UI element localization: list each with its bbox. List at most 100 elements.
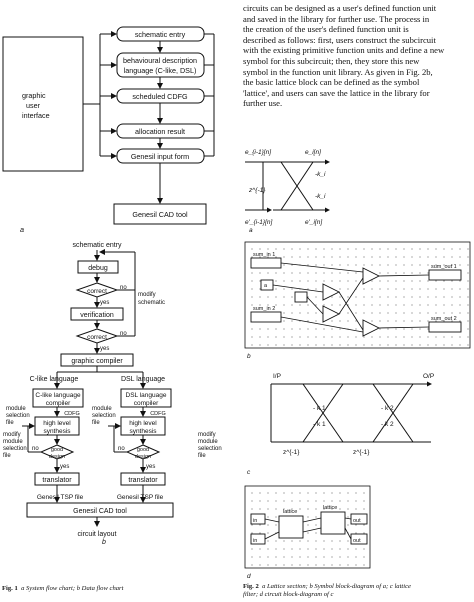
lattice-block-2 [320, 511, 346, 535]
dsl-language-label: DSL language [121, 376, 165, 383]
modify-module-label: file [3, 453, 11, 459]
fig1a-box-label: language (C-like, DSL) [124, 66, 197, 75]
hls-label: high level [129, 420, 157, 427]
paragraph-line: the creation of the user's defined funct… [243, 24, 409, 35]
fig2b-sublabel: b [247, 353, 251, 360]
fig2d-diagram: in in lattice lattice out out d [244, 485, 371, 579]
fig2-caption-line2: filter; d circuit block-diagram of c [243, 591, 334, 598]
a-label: a [264, 283, 268, 289]
ki-label: -k_i [315, 171, 326, 178]
correct-label: correct [87, 288, 107, 295]
fig1-caption-label: Fig. 1 [2, 585, 18, 592]
e-out-label: e_i[n] [305, 149, 321, 156]
dsl-compiler-label: compiler [134, 400, 159, 407]
yes-label: yes [100, 346, 109, 352]
lattice-block-1 [278, 515, 304, 539]
sum-out2-block [428, 321, 462, 333]
paragraph-line: with the existing primitive function uni… [243, 45, 445, 56]
modify-module-label: selection [3, 446, 27, 452]
tsp-file-label: Genesil TSP file [117, 494, 164, 501]
zinv-label: z^{-1} [353, 449, 370, 456]
schematic-entry-label: schematic entry [72, 242, 122, 249]
fig2-caption: Fig. 2 a Lattice section; b Symbol block… [243, 583, 473, 599]
lattice-label: lattice [283, 509, 297, 515]
paragraph-line: symbol in the function unit library. As … [243, 66, 433, 77]
yes-label: yes [60, 464, 69, 470]
paragraph-line: and saved in the library for further use… [243, 13, 430, 24]
gui-label: graphic [22, 91, 46, 100]
fig1a-diagram: schematic entry behavioural description … [2, 26, 215, 234]
paragraph-line: the basic lattice block can be defined a… [243, 77, 420, 88]
ep-in-label: e'_{i-1}[n] [245, 219, 272, 226]
op-label: O/P [423, 373, 434, 380]
debug-label: debug [88, 265, 108, 272]
e-in-label: e_{i-1}[n] [245, 149, 271, 156]
k1-label: - k 1 [313, 405, 326, 412]
correct-label: correct [87, 334, 107, 341]
paragraph-line: 'lattice', and users can save the lattic… [243, 87, 430, 98]
adder-block [362, 267, 381, 285]
in-label: in [253, 538, 257, 544]
hls-label: synthesis [43, 428, 71, 435]
sum-in1-block [250, 257, 282, 269]
modify-schematic-label: schematic [138, 300, 165, 306]
fig2-caption-line1: a Lattice section; b Symbol block-diagra… [262, 583, 411, 590]
no-label: no [118, 446, 125, 452]
debug-box [77, 260, 119, 274]
body-paragraph: circuits can be designed as a user's def… [243, 3, 469, 109]
fig1a-box-label: allocation result [135, 127, 185, 136]
ki-label: -k_i [315, 193, 326, 200]
fig1b-diagram: schematic entry debug correct verificati… [3, 242, 222, 546]
paragraph-line: further use. [243, 98, 283, 109]
dsl-compiler-box [120, 388, 172, 408]
gui-label: user [26, 101, 41, 110]
k1-label: - k 1 [313, 421, 326, 428]
fig1a-box-label: Genesil CAD tool [132, 210, 188, 219]
fig1-caption-text: a System flow chart; b Data flow chart [21, 585, 124, 592]
hls-label: high level [43, 420, 71, 427]
tsp-file-label: Genesil TSP file [37, 494, 84, 501]
circuit-layout-label: circuit layout [78, 531, 117, 538]
translator-label: translator [128, 477, 158, 484]
module-selection-label: module [92, 406, 112, 412]
fig2c-diagram: I/P O/P - k 1 - k 1 - k 2 - k 2 z^{-1} z… [247, 373, 434, 476]
ip-label: I/P [273, 373, 281, 380]
modify-module-label: selection [198, 446, 222, 452]
sum-in2-label: sum_in 2 [253, 306, 275, 312]
genesil-cad-label: Genesil CAD tool [73, 508, 127, 515]
no-label: no [120, 331, 127, 337]
gui-box [2, 36, 84, 172]
good-design-label: design [49, 454, 65, 460]
c-compiler-label: C-like language [35, 392, 81, 399]
paragraph-line: circuits can be designed as a user's def… [243, 3, 437, 13]
sum-in2-block [250, 311, 282, 323]
fig2c-sublabel: c [247, 469, 251, 476]
dsl-compiler-label: DSL language [126, 392, 167, 399]
fig1b-sublabel: b [102, 539, 106, 546]
module-selection-label: selection [6, 413, 30, 419]
c-compiler-box [32, 388, 84, 408]
module-selection-label: module [6, 406, 26, 412]
modify-module-label: modify [3, 432, 21, 438]
yes-label: yes [100, 300, 109, 306]
verification-label: verification [80, 312, 114, 319]
k2-label: - k 2 [381, 421, 394, 428]
fig2d-sublabel: d [247, 573, 251, 579]
zinv-label: z^{-1} [248, 187, 266, 194]
fig2a-diagram: e_{i-1}[n] e_i[n] e'_{i-1}[n] e'_i[n] -k… [245, 149, 330, 232]
good-design-label: good [51, 447, 63, 453]
fig2a-sublabel: a [249, 227, 253, 232]
cdfg-label: CDFG [64, 411, 80, 417]
sum-out2-label: sum_out 2 [431, 316, 457, 322]
modify-module-label: file [198, 453, 206, 459]
sum-in1-label: sum_in 1 [253, 252, 275, 258]
genesil-cad-box [26, 502, 174, 518]
fig1a-box-label: scheduled CDFG [132, 92, 188, 101]
no-label: no [32, 446, 39, 452]
fig1a-sublabel: a [20, 225, 24, 234]
box-genesil-cad [113, 203, 207, 225]
zinv-label: z^{-1} [283, 449, 300, 456]
hls-label: synthesis [129, 428, 157, 435]
module-selection-label: file [92, 420, 100, 426]
delay-block [294, 291, 308, 303]
